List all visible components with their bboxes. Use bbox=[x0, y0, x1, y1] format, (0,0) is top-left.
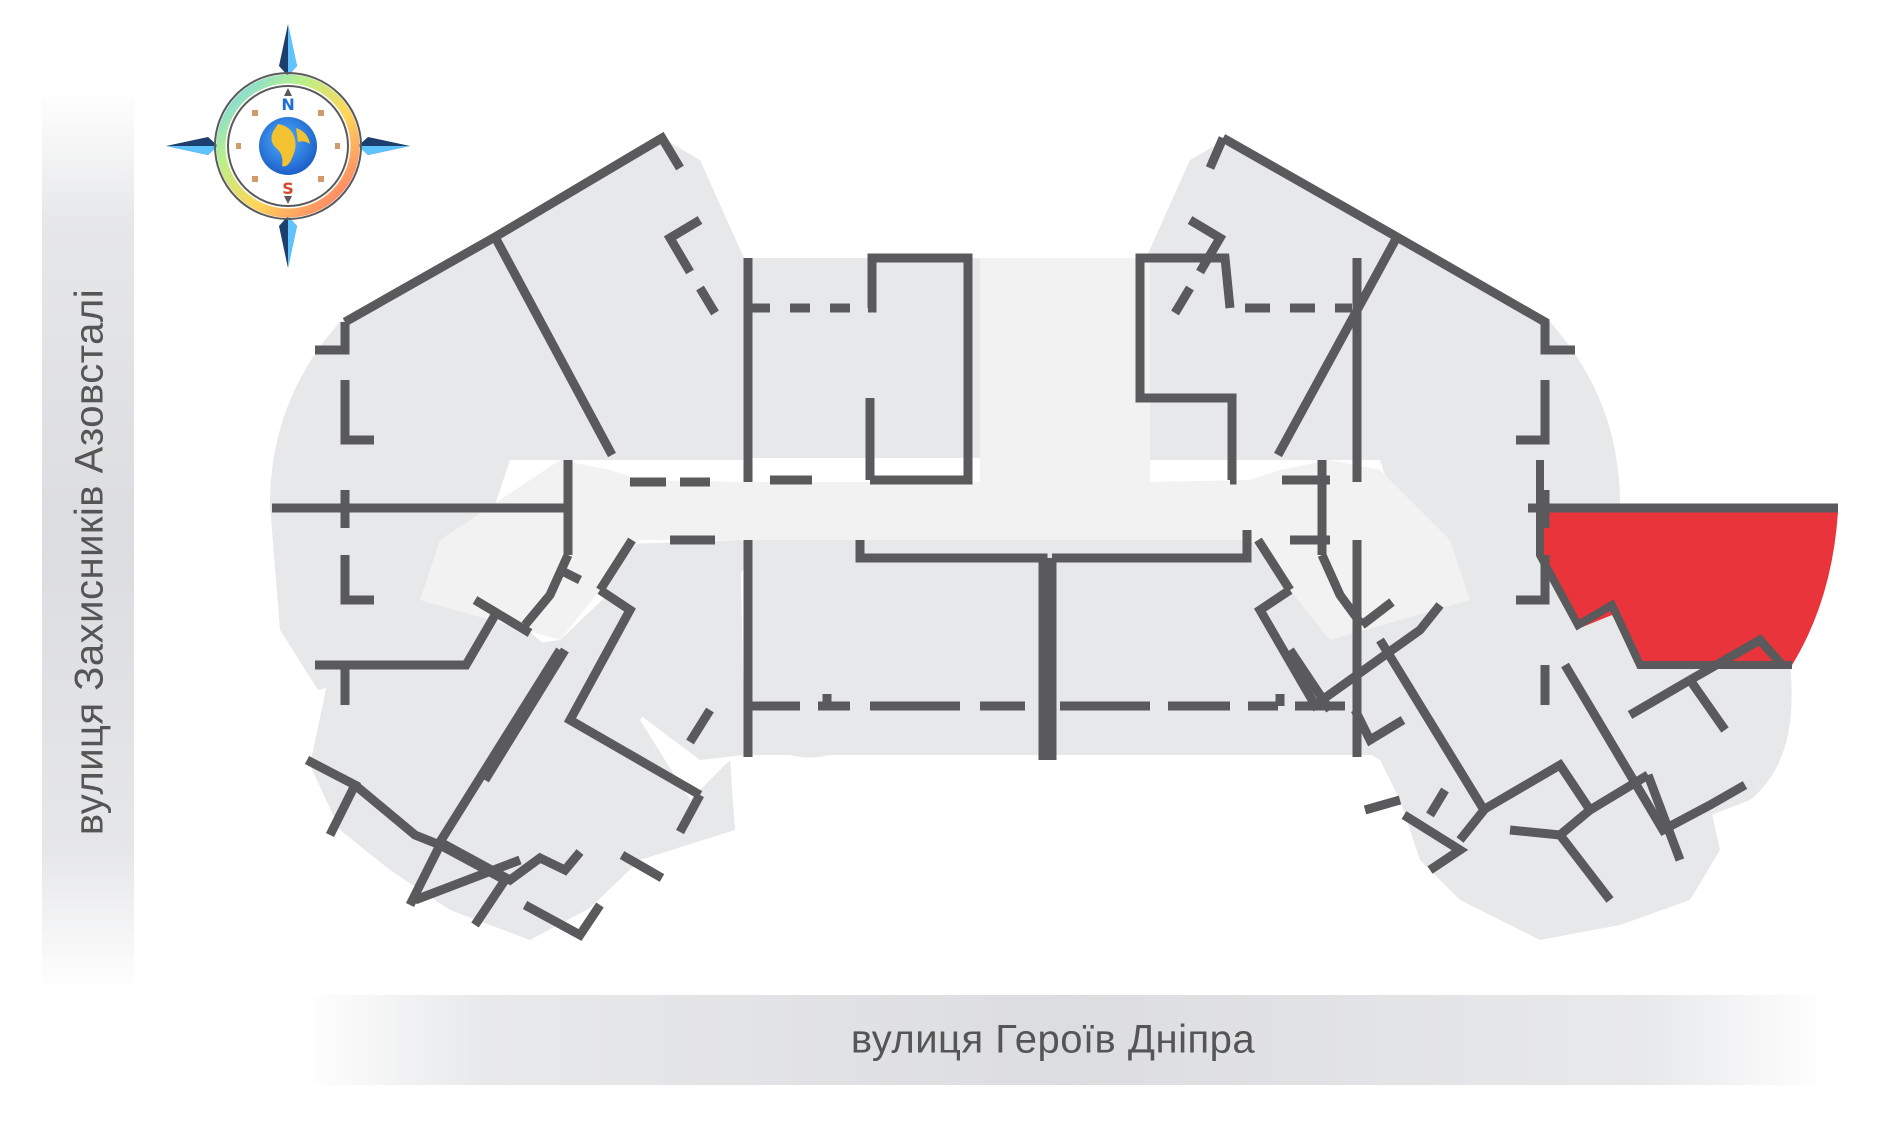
apartment-selected-outline bbox=[1536, 460, 1792, 669]
street-label-bottom: вулиця Героїв Дніпра bbox=[850, 1017, 1256, 1062]
compass-rose-icon: N S bbox=[163, 24, 413, 268]
apartment-selected[interactable] bbox=[1540, 512, 1838, 665]
corridor-center bbox=[980, 258, 1150, 483]
street-band-left bbox=[42, 90, 134, 990]
corridor bbox=[420, 460, 1470, 640]
compass-south: S bbox=[282, 179, 294, 198]
street-band-bottom bbox=[300, 995, 1830, 1085]
compass-north: N bbox=[281, 95, 294, 114]
street-label-left: вулиця Захисників Азовсталі bbox=[67, 288, 112, 836]
